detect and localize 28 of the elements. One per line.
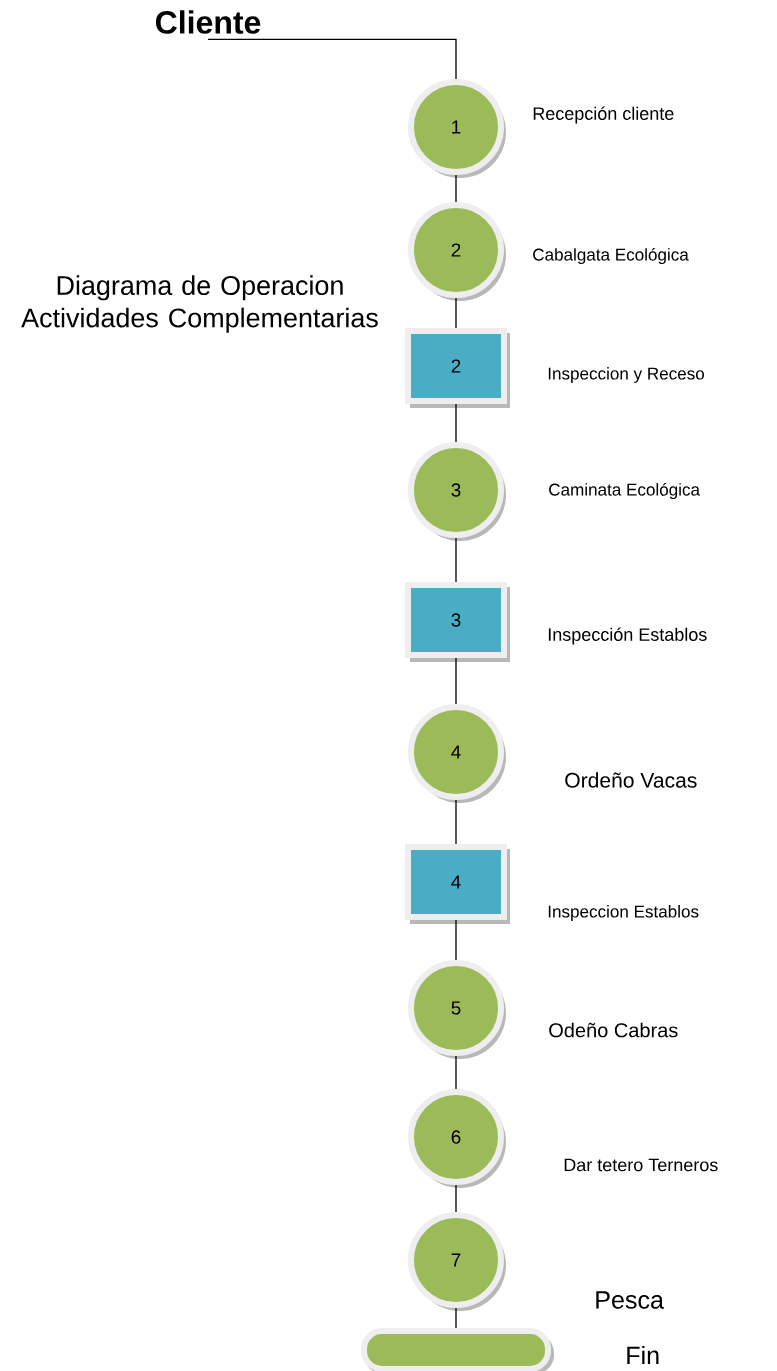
step-label: Fin <box>627 1345 659 1365</box>
step-label: Caminata Ecológica <box>549 482 700 500</box>
inspection-box: 3 <box>405 582 510 662</box>
step-label: Inspección Establos <box>548 627 707 645</box>
step-label: Odeño Cabras <box>549 1022 678 1038</box>
connector-line <box>455 657 457 705</box>
step-label: Pesca <box>596 1291 664 1309</box>
connector-line <box>455 537 457 583</box>
step-label: Recepción cliente <box>533 106 674 124</box>
title: Diagrama de Operacion Actividades Complementarias <box>21 275 378 333</box>
inspection-box: 2 <box>405 328 510 408</box>
connector-line <box>207 38 457 80</box>
terminal-bar <box>361 1328 554 1371</box>
connector-line <box>455 297 457 329</box>
step-label: Ordeño Vacas <box>565 772 697 788</box>
connector-line <box>455 1055 457 1090</box>
connector-line <box>455 174 457 203</box>
start-label: Cliente <box>155 10 261 34</box>
step-label: Inspeccion Establos <box>548 905 699 921</box>
step-label: Inspeccion y Receso <box>548 367 704 383</box>
connector-line <box>455 919 457 961</box>
connector-line <box>455 403 457 443</box>
connector-line <box>455 1307 457 1329</box>
step-label: Dar tetero Terneros <box>564 1158 718 1172</box>
step-label: Cabalgata Ecológica <box>533 247 689 265</box>
connector-line <box>455 1184 457 1213</box>
inspection-box: 4 <box>405 844 510 924</box>
connector-line <box>455 799 457 845</box>
